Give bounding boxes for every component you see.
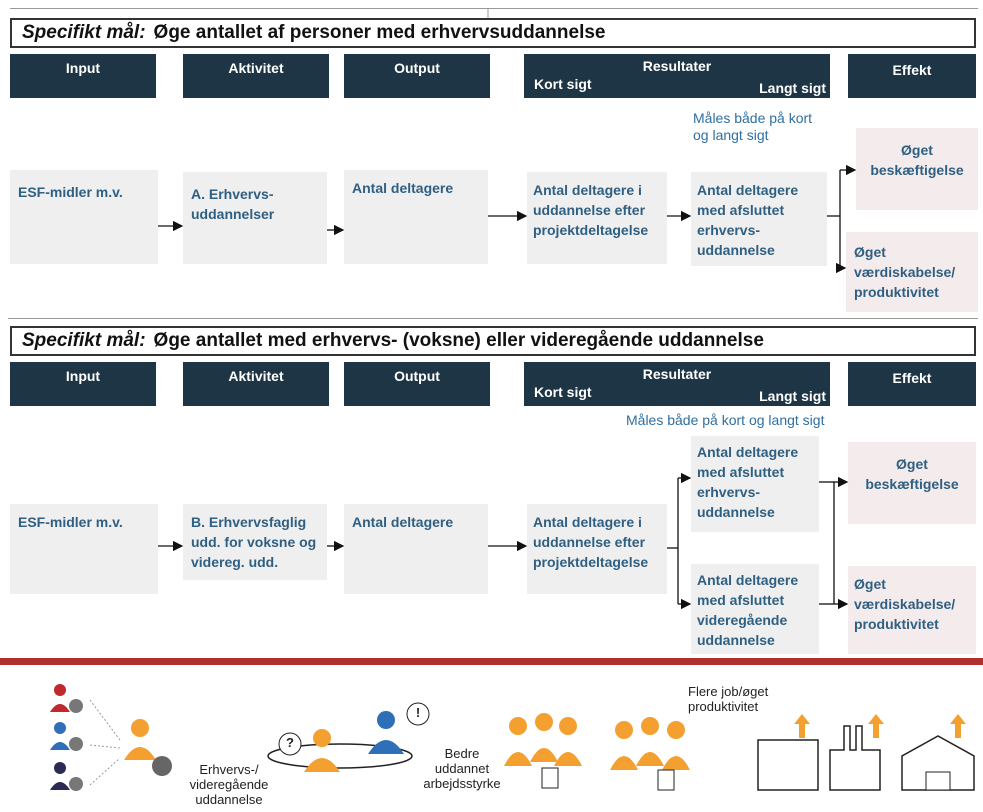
section2-title: Specifikt mål: Øge antallet med erhvervs-… <box>10 326 976 356</box>
s2-box-output: Antal deltagere <box>344 504 488 594</box>
label-education: Erhvervs-/ videregående uddannelse <box>189 762 269 807</box>
section2-title-text: Øge antallet med erhvervs- (voksne) elle… <box>153 330 764 351</box>
s1-header-resultater-label: Resultater <box>642 58 712 74</box>
question-mark: ? <box>286 735 294 750</box>
s1-header-aktivitet-label: Aktivitet <box>228 60 284 76</box>
s2-header-output-label: Output <box>394 368 440 384</box>
section2-title-label: Specifikt mål: <box>22 330 146 351</box>
section1-title-label: Specifikt mål: <box>22 22 146 43</box>
s2-header-resultater-label: Resultater <box>642 366 712 382</box>
factory-icon <box>829 714 884 791</box>
s1-box-effekt1: Øget beskæftigelse <box>856 128 978 210</box>
red-divider <box>0 658 983 665</box>
meeting-icon <box>267 702 430 772</box>
s2-box-effekt1-label: Øget beskæftigelse <box>865 456 959 492</box>
dotted-links <box>89 699 121 786</box>
s1-header-output: Output <box>344 54 490 98</box>
workers-icon <box>504 713 582 789</box>
s2-box-effekt2: Øget værdiskabelse/ produktivitet <box>848 566 976 654</box>
top-rule <box>10 8 978 9</box>
s2-box-kort: Antal deltagere i uddannelse efter proje… <box>527 504 667 594</box>
student-with-money-icon <box>124 719 172 776</box>
s2-header-output: Output <box>344 362 490 406</box>
s2-header-aktivitet-label: Aktivitet <box>228 368 284 384</box>
s2-box-langt1: Antal deltagere med afsluttet erhvervs-u… <box>691 436 819 532</box>
s1-header-aktivitet: Aktivitet <box>183 54 329 98</box>
s2-header-input-label: Input <box>65 368 101 384</box>
s2-header-resultater: Resultater Kort sigt Langt sigt <box>524 362 830 406</box>
s2-box-aktivitet: B. Erhvervsfaglig udd. for voksne og vid… <box>183 504 327 580</box>
s1-box-aktivitet: A. Erhvervs-uddannelser <box>183 172 327 264</box>
exclamation-mark: ! <box>415 705 421 720</box>
s1-box-effekt1-label: Øget beskæftigelse <box>870 142 964 178</box>
s1-header-effekt-label: Effekt <box>892 62 932 78</box>
section1-title-text: Øge antallet af personer med erhvervsudd… <box>153 22 606 43</box>
s1-header-input: Input <box>10 54 156 98</box>
s2-header-aktivitet: Aktivitet <box>183 362 329 406</box>
s1-box-output: Antal deltagere <box>344 170 488 264</box>
label-jobs: Flere job/øget produktivitet <box>688 684 769 714</box>
s1-measure-note: Måles både på kort og langt sigt <box>693 110 813 143</box>
s1-header-kort-label: Kort sigt <box>534 76 592 92</box>
s1-header-input-label: Input <box>65 60 101 76</box>
s2-header-effekt: Effekt <box>848 362 976 406</box>
s2-box-input: ESF-midler m.v. <box>10 504 158 594</box>
s1-box-effekt2: Øget værdiskabelse/ produktivitet <box>846 232 978 312</box>
graduates-icon <box>610 717 690 791</box>
s2-header-input: Input <box>10 362 156 406</box>
s2-measure-note: Måles både på kort og langt sigt <box>626 412 825 428</box>
warehouse-icon <box>901 714 975 791</box>
s1-box-langt: Antal deltagere med afsluttet erhvervs-u… <box>691 172 827 266</box>
s1-box-kort: Antal deltagere i uddannelse efter proje… <box>527 172 667 264</box>
s2-box-effekt1: Øget beskæftigelse <box>848 442 976 524</box>
section-divider <box>8 318 978 319</box>
people-with-money-icon <box>50 684 83 791</box>
label-workforce: Bedre uddannet arbejdsstyrke <box>423 746 501 791</box>
s2-header-effekt-label: Effekt <box>892 370 932 386</box>
s1-header-effekt: Effekt <box>848 54 976 98</box>
s1-header-langt-label: Langt sigt <box>759 80 826 96</box>
s2-box-langt2: Antal deltagere med afsluttet videregåen… <box>691 564 819 654</box>
s2-header-kort-label: Kort sigt <box>534 384 592 400</box>
s1-box-input: ESF-midler m.v. <box>10 170 158 264</box>
s1-header-output-label: Output <box>394 60 440 76</box>
s2-header-langt-label: Langt sigt <box>759 388 826 404</box>
office-building-icon <box>757 714 819 791</box>
section1-title: Specifikt mål: Øge antallet af personer m… <box>10 18 976 48</box>
s1-header-resultater: Resultater Kort sigt Langt sigt <box>524 54 830 98</box>
